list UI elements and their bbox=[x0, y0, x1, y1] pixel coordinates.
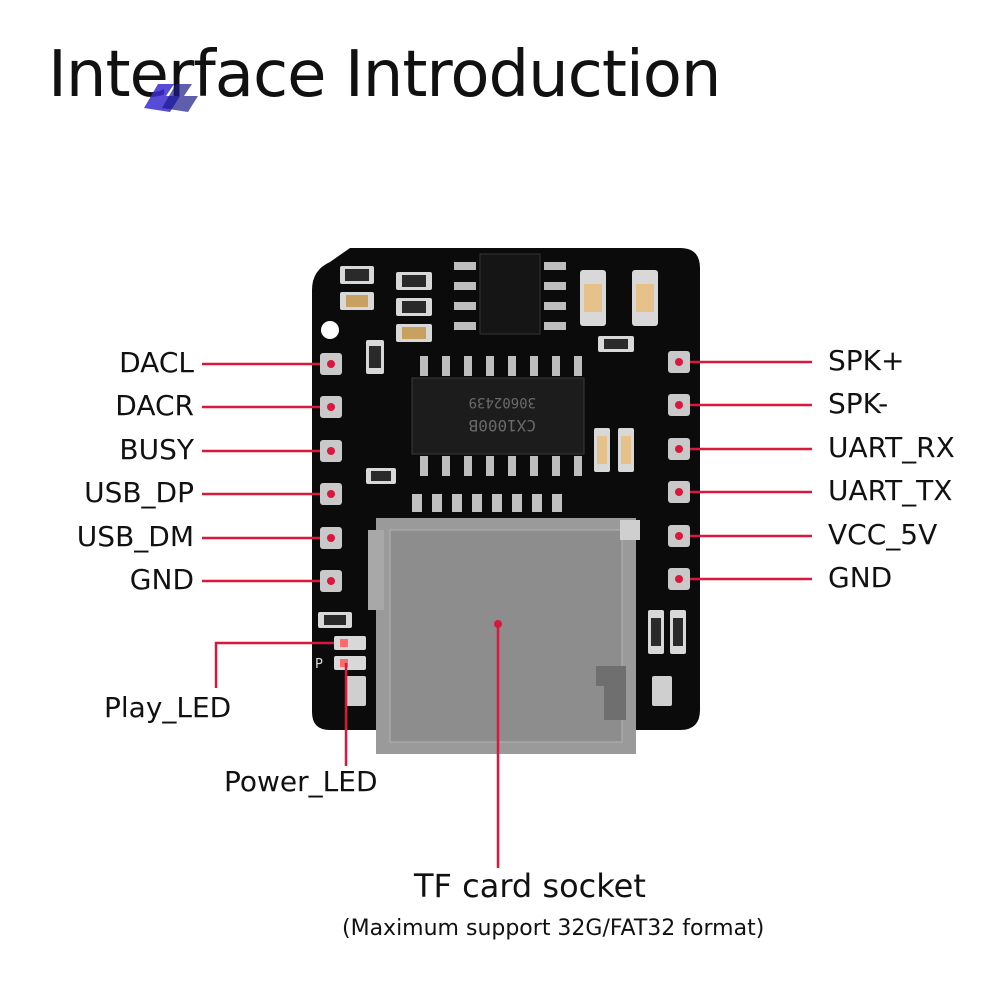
pin1-marker bbox=[321, 321, 339, 339]
power-led-label: Power_LED bbox=[224, 765, 378, 798]
pin-label-spk-minus: SPK- bbox=[828, 387, 889, 420]
ic-marking: CX1000B bbox=[469, 416, 536, 435]
silk-p: P bbox=[315, 657, 323, 672]
play-led-label: Play_LED bbox=[104, 691, 232, 724]
pin-label-busy: BUSY bbox=[119, 433, 194, 466]
pin-label-uart-tx: UART_TX bbox=[828, 474, 953, 507]
ic-code: 30602439 bbox=[469, 394, 536, 410]
watermark-logo bbox=[144, 84, 198, 112]
tf-socket-note: (Maximum support 32G/FAT32 format) bbox=[342, 916, 765, 941]
pin-label-dacl: DACL bbox=[119, 346, 194, 379]
pin-label-spk-plus: SPK+ bbox=[828, 344, 905, 377]
pin-label-gnd-left: GND bbox=[129, 563, 194, 596]
leader-play-led bbox=[214, 641, 334, 688]
pin-label-usb-dm: USB_DM bbox=[76, 520, 194, 553]
pin-label-usb-dp: USB_DP bbox=[84, 476, 194, 509]
pin-label-vcc: VCC_5V bbox=[828, 518, 938, 551]
pin-label-uart-rx: UART_RX bbox=[828, 431, 955, 464]
tf-socket-label: TF card socket bbox=[414, 867, 646, 905]
pin-label-dacr: DACR bbox=[115, 389, 194, 422]
pin-label-gnd-right: GND bbox=[828, 561, 893, 594]
